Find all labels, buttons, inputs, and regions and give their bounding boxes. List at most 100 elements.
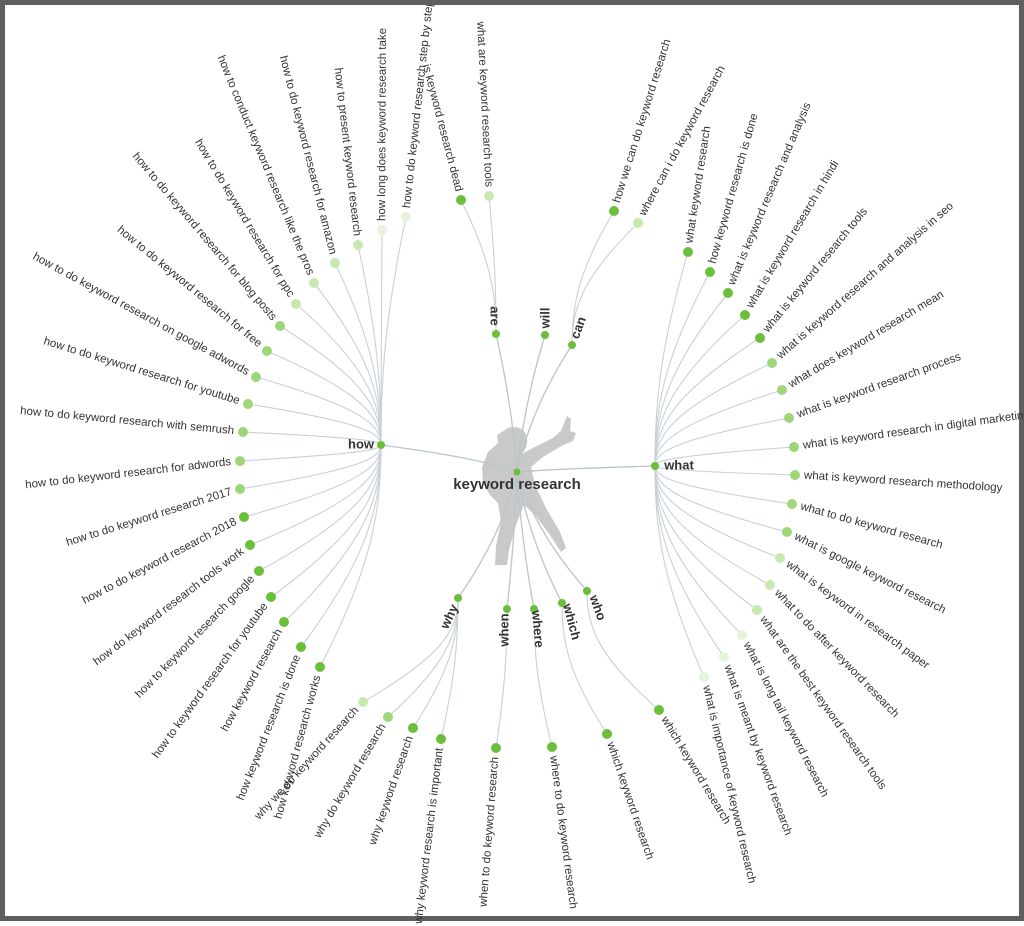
- leaf-label[interactable]: which keyword research: [604, 740, 656, 862]
- leaf-node[interactable]: [602, 729, 612, 739]
- leaf-node[interactable]: [254, 566, 264, 576]
- leaf-label[interactable]: is keyword research dead: [420, 63, 465, 193]
- leaf-link: [247, 403, 382, 446]
- leaf-node[interactable]: [401, 212, 411, 222]
- leaf-node[interactable]: [296, 642, 306, 652]
- leaf-node[interactable]: [245, 540, 255, 550]
- leaf-label[interactable]: why keyword research is important: [413, 746, 446, 925]
- leaf-node[interactable]: [699, 672, 709, 682]
- leaf-node[interactable]: [723, 288, 733, 298]
- hub-node-are[interactable]: [492, 330, 500, 338]
- leaf-link: [654, 362, 773, 467]
- leaf-node[interactable]: [719, 652, 729, 662]
- leaf-node[interactable]: [275, 321, 285, 331]
- hub-link-are: [495, 333, 518, 473]
- leaf-node[interactable]: [737, 630, 747, 640]
- leaf-label[interactable]: how to do keyword research for adwords: [25, 456, 232, 491]
- leaf-node[interactable]: [491, 743, 501, 753]
- leaf-node[interactable]: [353, 240, 363, 250]
- leaf-node[interactable]: [609, 206, 619, 216]
- hub-label-which[interactable]: which: [560, 601, 584, 641]
- leaf-node[interactable]: [752, 605, 762, 615]
- hub-label-are[interactable]: are: [488, 306, 503, 326]
- leaf-node[interactable]: [777, 385, 787, 395]
- hub-link-who: [516, 471, 588, 592]
- leaf-node[interactable]: [330, 258, 340, 268]
- leaf-node[interactable]: [408, 723, 418, 733]
- leaf-node[interactable]: [238, 427, 248, 437]
- hub-label-what[interactable]: what: [663, 457, 694, 472]
- leaf-link: [255, 376, 382, 446]
- leaf-node[interactable]: [358, 697, 368, 707]
- leaf-node[interactable]: [239, 512, 249, 522]
- leaf-node[interactable]: [291, 299, 301, 309]
- hub-node-when[interactable]: [503, 605, 511, 613]
- hub-link-when: [506, 471, 518, 610]
- leaf-node[interactable]: [456, 195, 466, 205]
- hub-label-can[interactable]: can: [567, 314, 589, 340]
- leaf-node[interactable]: [235, 484, 245, 494]
- leaf-node[interactable]: [705, 267, 715, 277]
- leaf-node[interactable]: [383, 712, 393, 722]
- leaf-link: [654, 465, 771, 586]
- hub-node-will[interactable]: [541, 331, 549, 339]
- leaf-node[interactable]: [654, 705, 664, 715]
- leaf-node[interactable]: [484, 191, 494, 201]
- leaf-node[interactable]: [765, 580, 775, 590]
- leaf-node[interactable]: [243, 399, 253, 409]
- leaf-node[interactable]: [789, 442, 799, 452]
- leaf-node[interactable]: [377, 225, 387, 235]
- leaf-label[interactable]: what is keyword research methodology: [803, 470, 1003, 495]
- hub-node-who[interactable]: [583, 587, 591, 595]
- hub-label-where[interactable]: where: [529, 609, 547, 649]
- leaf-label[interactable]: how long does keyword research take: [376, 28, 389, 221]
- leaf-label[interactable]: how to do keyword research with semrush: [20, 405, 235, 437]
- root-label: keyword research: [453, 476, 581, 493]
- hub-node-why[interactable]: [454, 594, 462, 602]
- leaf-node[interactable]: [790, 470, 800, 480]
- hub-node-what[interactable]: [651, 462, 659, 470]
- leaf-node[interactable]: [547, 742, 557, 752]
- leaf-node[interactable]: [784, 413, 794, 423]
- leaf-label[interactable]: how to present keyword research: [332, 67, 363, 237]
- leaf-node[interactable]: [782, 527, 792, 537]
- hub-link-what: [516, 465, 656, 473]
- hub-node-which[interactable]: [558, 599, 566, 607]
- leaf-link: [319, 444, 382, 668]
- hub-label-how[interactable]: how: [348, 436, 375, 451]
- leaf-node[interactable]: [775, 553, 785, 563]
- leaf-node[interactable]: [787, 499, 797, 509]
- leaf-link: [533, 608, 553, 748]
- hub-label-will[interactable]: will: [537, 308, 552, 330]
- root-node[interactable]: [513, 468, 521, 476]
- leaf-label[interactable]: where to do keyword research: [547, 754, 579, 909]
- leaf-link: [561, 602, 608, 735]
- leaf-link: [380, 216, 407, 446]
- leaf-node[interactable]: [266, 592, 276, 602]
- leaf-node[interactable]: [436, 734, 446, 744]
- leaf-node[interactable]: [309, 278, 319, 288]
- hub-node-how[interactable]: [377, 441, 385, 449]
- leaf-link: [654, 389, 783, 467]
- leaf-node[interactable]: [755, 333, 765, 343]
- hub-label-when[interactable]: when: [496, 613, 511, 647]
- leaf-link: [295, 303, 382, 446]
- hub-node-where[interactable]: [530, 605, 538, 613]
- leaf-node[interactable]: [683, 247, 693, 257]
- leaf-label[interactable]: what is keyword research and analysis: [726, 101, 814, 288]
- leaf-node[interactable]: [315, 662, 325, 672]
- leaf-link: [313, 282, 382, 446]
- leaf-node[interactable]: [262, 346, 272, 356]
- leaf-label[interactable]: what are keyword research tools: [474, 20, 494, 187]
- leaf-label[interactable]: when to do keyword research: [477, 757, 501, 909]
- leaf-link: [488, 195, 497, 335]
- leaf-node[interactable]: [740, 310, 750, 320]
- leaf-label[interactable]: what is keyword research in digital mark…: [801, 409, 1024, 452]
- leaf-node[interactable]: [633, 218, 643, 228]
- hub-link-which: [516, 471, 563, 604]
- leaf-node[interactable]: [251, 372, 261, 382]
- hub-node-can[interactable]: [568, 341, 576, 349]
- leaf-node[interactable]: [279, 617, 289, 627]
- leaf-node[interactable]: [235, 456, 245, 466]
- leaf-node[interactable]: [767, 358, 777, 368]
